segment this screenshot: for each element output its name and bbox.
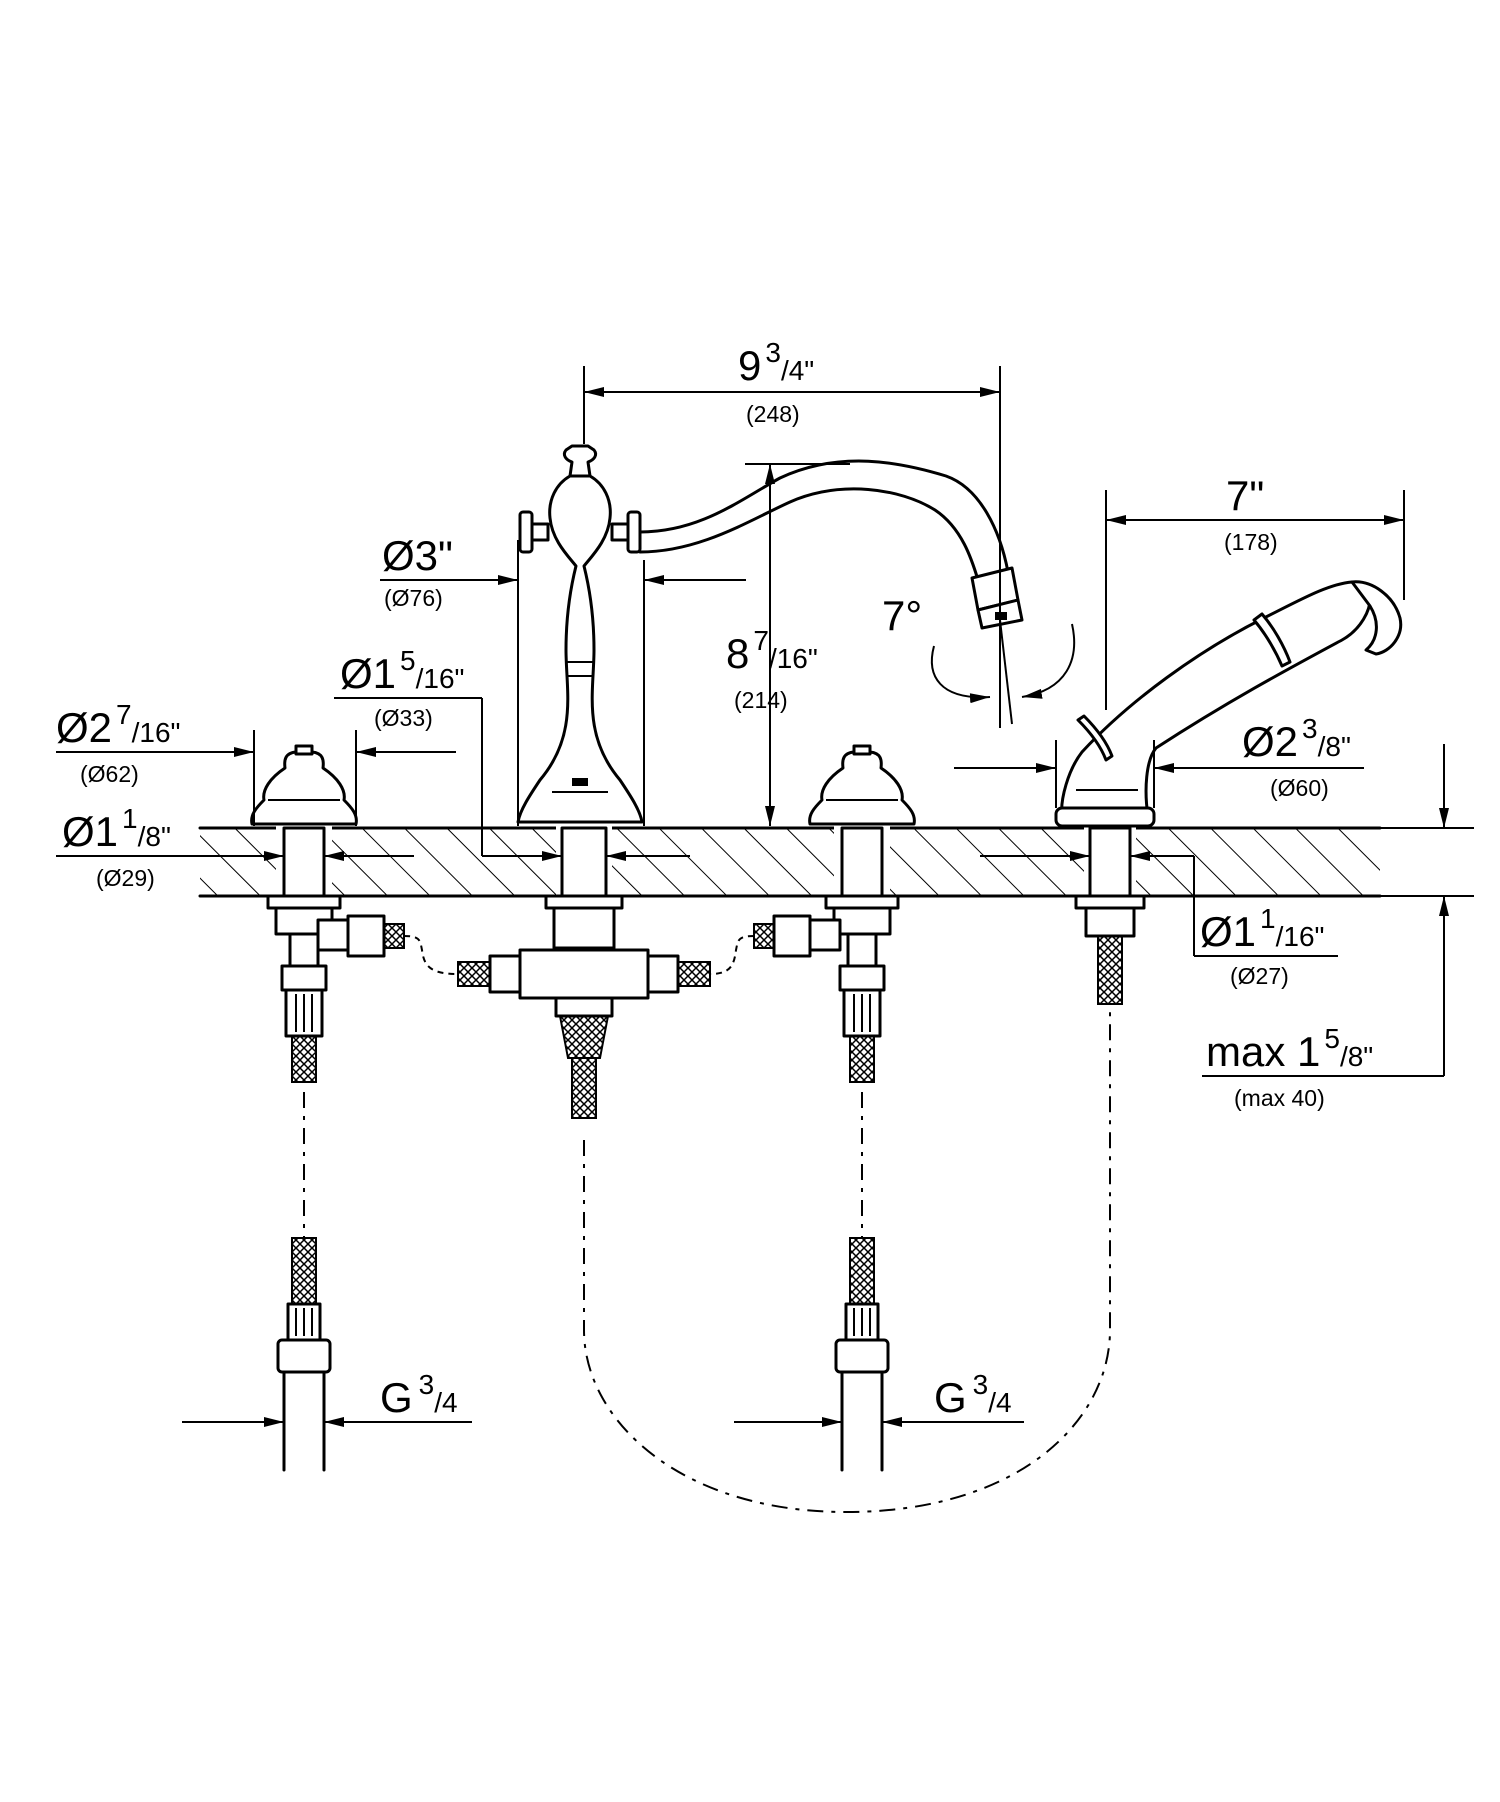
svg-text:(248): (248) [746, 401, 800, 427]
svg-text:(Ø62): (Ø62) [80, 761, 139, 787]
svg-text:(Ø76): (Ø76) [384, 585, 443, 611]
svg-text:(Ø27): (Ø27) [1230, 963, 1289, 989]
svg-text:max 15/8": max 15/8" [1206, 1023, 1373, 1075]
svg-text:Ø11/8": Ø11/8" [62, 803, 171, 855]
svg-text:(max 40): (max 40) [1234, 1085, 1325, 1111]
svg-text:7°: 7° [882, 592, 922, 639]
dimension-lines [56, 366, 1474, 1427]
hand-shower [1054, 580, 1403, 1005]
dim-handshower-reach: 7" (178) [1224, 472, 1278, 555]
svg-text:(Ø33): (Ø33) [374, 705, 433, 731]
connection-hose-left [403, 935, 459, 975]
deck-section [198, 826, 1382, 898]
spout [457, 444, 1024, 1119]
center-lines [303, 1004, 1111, 1514]
svg-text:Ø3": Ø3" [382, 532, 453, 579]
left-handle-valve [250, 744, 405, 1083]
connection-hose-right [709, 935, 755, 975]
svg-text:Ø23/8": Ø23/8" [1242, 713, 1351, 765]
svg-text:87/16": 87/16" [726, 625, 818, 677]
svg-text:7": 7" [1226, 472, 1264, 519]
dim-spray-angle: 7° [882, 592, 922, 639]
svg-text:(214): (214) [734, 687, 788, 713]
svg-text:G3/4: G3/4 [380, 1369, 458, 1421]
svg-text:(Ø29): (Ø29) [96, 865, 155, 891]
lower-supply-right [834, 1237, 890, 1472]
svg-text:Ø11/16": Ø11/16" [1200, 903, 1324, 955]
right-handle-valve [753, 744, 916, 1083]
svg-text:(Ø60): (Ø60) [1270, 775, 1329, 801]
dim-spout-base-dia: Ø3" (Ø76) [382, 532, 453, 611]
lower-supply-left [276, 1237, 332, 1472]
svg-text:Ø27/16": Ø27/16" [56, 699, 180, 751]
hand-shower-hose-loop [583, 1004, 1111, 1514]
svg-text:(178): (178) [1224, 529, 1278, 555]
svg-text:Ø15/16": Ø15/16" [340, 645, 464, 697]
svg-text:93/4": 93/4" [738, 337, 814, 389]
svg-text:G3/4: G3/4 [934, 1369, 1012, 1421]
